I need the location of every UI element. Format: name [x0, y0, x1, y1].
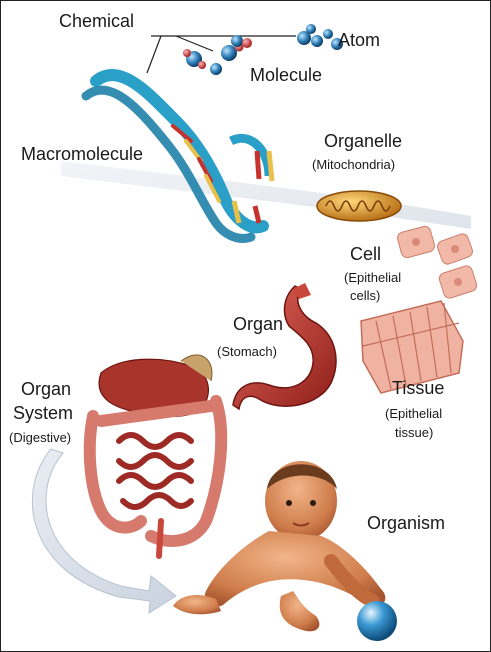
label-tissue-example-line1: (Epithelial [385, 405, 442, 423]
baby [173, 461, 385, 631]
label-organ-system-line1: Organ [21, 379, 71, 400]
label-cell-example-line2: cells) [350, 287, 380, 305]
label-organelle-example: (Mitochondria) [312, 156, 395, 174]
label-chemical: Chemical [59, 11, 134, 32]
label-organelle: Organelle [324, 131, 402, 152]
atom-cluster [297, 24, 343, 50]
label-organ-system-line2: System [13, 403, 73, 424]
mitochondria [317, 191, 401, 221]
epithelial-cells [396, 225, 478, 300]
label-tissue-example-line2: tissue) [395, 424, 433, 442]
label-organ-example: (Stomach) [217, 343, 277, 361]
blue-ball [357, 601, 397, 641]
label-macromolecule: Macromolecule [21, 144, 143, 165]
label-atom: Atom [338, 30, 380, 51]
digestive-system [90, 355, 221, 556]
return-arrow [32, 449, 176, 613]
label-tissue: Tissue [392, 378, 444, 399]
label-cell-example-line1: (Epithelial [344, 269, 401, 287]
label-organ-system-example: (Digestive) [9, 429, 71, 447]
molecule-cluster [183, 35, 252, 75]
label-molecule: Molecule [250, 65, 322, 86]
label-cell: Cell [350, 244, 381, 265]
label-organism: Organism [367, 513, 445, 534]
label-organ: Organ [233, 314, 283, 335]
